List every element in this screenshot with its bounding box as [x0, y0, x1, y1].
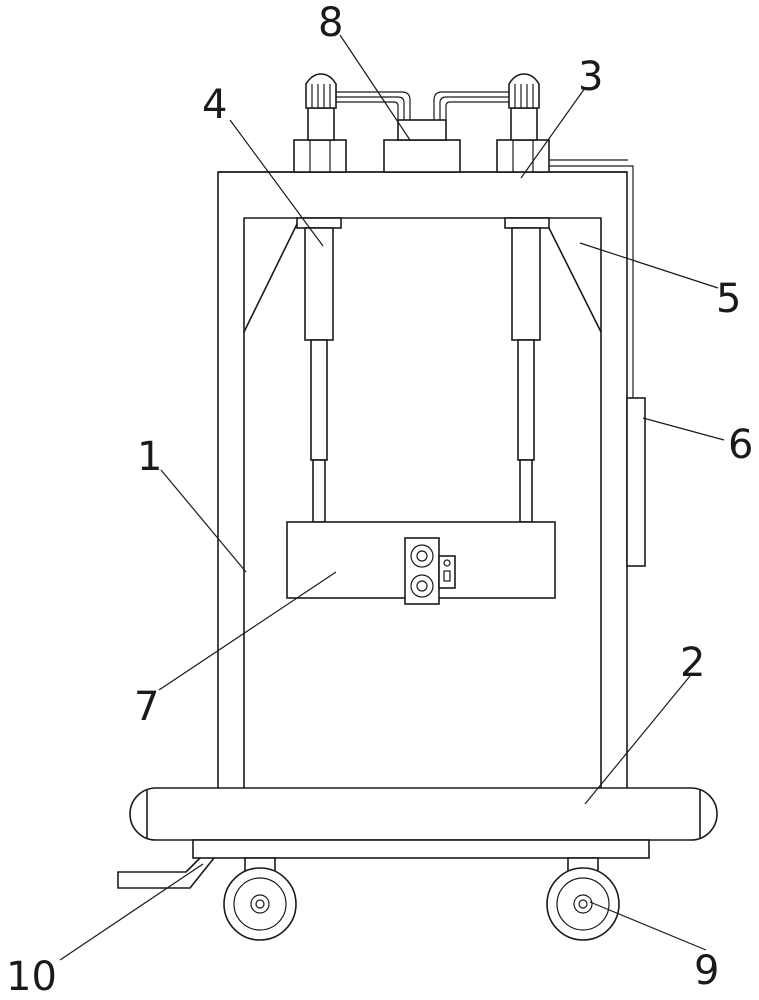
- corner-braces: [243, 221, 602, 333]
- label-9: 9: [694, 948, 719, 994]
- label-3: 3: [578, 54, 603, 100]
- label-1: 1: [137, 434, 162, 480]
- control-box: [626, 397, 646, 567]
- label-4: 4: [202, 82, 227, 128]
- left-wheel: [223, 857, 297, 941]
- right-cylinder: [504, 217, 550, 523]
- part-labels: 1 2 3 4 5 6 7 8 9 10: [6, 0, 753, 1000]
- label-8: 8: [318, 0, 343, 46]
- base-platform: [129, 787, 718, 859]
- side-pipe: [540, 159, 634, 400]
- label-7: 7: [134, 684, 159, 730]
- label-10: 10: [6, 954, 57, 1000]
- top-mechanism: [293, 73, 550, 173]
- left-cylinder: [296, 217, 342, 523]
- label-6: 6: [728, 422, 753, 468]
- outer-frame: [217, 171, 628, 789]
- working-head: [286, 521, 556, 605]
- right-wheel: [546, 857, 620, 941]
- label-5: 5: [716, 276, 741, 322]
- foot-pedal: [117, 857, 215, 889]
- leader-lines: [59, 34, 725, 961]
- label-2: 2: [680, 640, 705, 686]
